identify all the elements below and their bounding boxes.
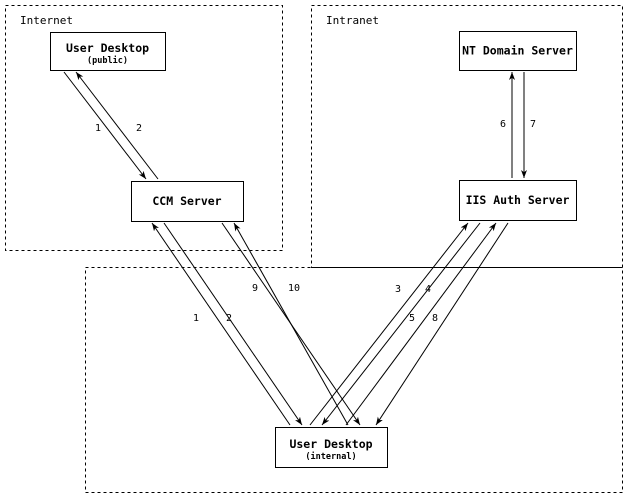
flow-arrow-8-iis-auth-server-to-user-desktop-internal [375, 222, 509, 426]
flow-step-label-7-nt-domain-server: 7 [530, 119, 536, 130]
flow-step-label-8-iis-auth-server: 8 [432, 313, 438, 324]
flow-arrow-3-user-desktop-internal-to-iis-auth-server [309, 222, 469, 426]
flow-step-label-3-user-desktop-internal: 3 [395, 284, 401, 295]
zones-layer: Internet Intranet [5, 5, 623, 493]
node-ccm-server[interactable]: CCM Server [130, 180, 245, 223]
node-label-ccm-server: CCM Server [152, 194, 221, 208]
zone-internet: Internet [5, 5, 283, 251]
flow-step-label-2-ccm-server: 2 [226, 313, 232, 324]
flow-arrow-1-user-desktop-public-to-ccm-server [63, 71, 147, 180]
node-box-nt-domain-server[interactable] [458, 30, 578, 72]
zone-boundary-intranet [311, 5, 623, 268]
zone-lan [85, 267, 623, 493]
flows-layer [63, 71, 527, 426]
node-sublabel-user-desktop-internal: (internal) [305, 451, 356, 462]
flow-arrow-2-ccm-server-to-user-desktop-public [75, 71, 159, 180]
node-user-desktop-internal[interactable]: User Desktop(internal) [274, 426, 389, 469]
node-box-ccm-server[interactable] [130, 180, 245, 223]
zone-intranet: Intranet [311, 5, 623, 268]
node-user-desktop-public[interactable]: User Desktop(public) [49, 31, 167, 72]
flow-step-label-1-user-desktop-internal: 1 [193, 313, 199, 324]
zone-label-intranet: Intranet [326, 14, 379, 27]
node-box-iis-auth-server[interactable] [458, 179, 578, 222]
node-iis-auth-server[interactable]: IIS Auth Server [458, 179, 578, 222]
flow-step-label-9-ccm-server: 9 [252, 283, 258, 294]
zone-boundary-lan [85, 267, 623, 493]
node-label-iis-auth-server: IIS Auth Server [466, 193, 570, 207]
flow-step-label-5-user-desktop-internal: 5 [409, 313, 415, 324]
flow-step-label-1-user-desktop-public: 1 [95, 123, 101, 134]
flow-labels-layer: 1 2 1 2 9 10 3 4 5 8 6 7 [95, 119, 536, 324]
zone-boundary-internet [5, 5, 283, 251]
flow-step-label-10-user-desktop-internal: 10 [288, 283, 300, 294]
flow-arrow-4-iis-auth-server-to-user-desktop-internal [321, 222, 481, 426]
flow-arrow-2-ccm-server-to-user-desktop-internal [163, 222, 303, 426]
node-label-user-desktop-public: User Desktop [66, 41, 149, 55]
flow-arrow-5-user-desktop-internal-to-iis-auth-server [345, 222, 497, 426]
flow-step-label-2-ccm-server: 2 [136, 123, 142, 134]
flow-step-label-4-iis-auth-server: 4 [425, 284, 431, 295]
flow-arrow-1-user-desktop-internal-to-ccm-server [151, 222, 291, 426]
zone-label-internet: Internet [20, 14, 73, 27]
flow-arrow-10-user-desktop-internal-to-ccm-server [233, 222, 349, 426]
node-box-user-desktop-public[interactable] [49, 31, 167, 72]
node-label-nt-domain-server: NT Domain Server [462, 44, 573, 58]
node-label-user-desktop-internal: User Desktop [289, 437, 372, 451]
node-sublabel-user-desktop-public: (public) [87, 55, 128, 66]
flow-step-label-6-iis-auth-server: 6 [500, 119, 506, 130]
node-box-user-desktop-internal[interactable] [274, 426, 389, 469]
node-nt-domain-server[interactable]: NT Domain Server [458, 30, 578, 72]
